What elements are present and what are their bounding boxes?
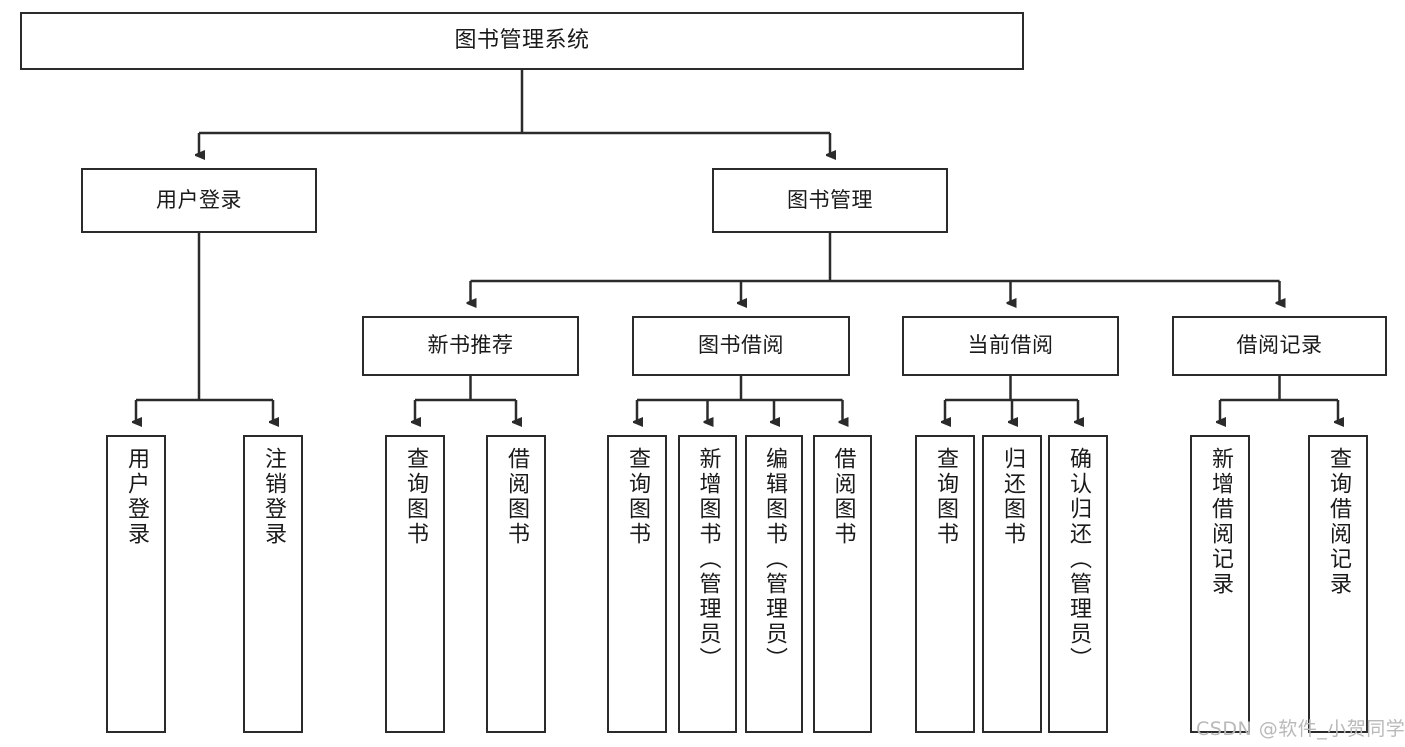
node-label: 确认归还（管理员） [1066,447,1091,672]
node-label: 新增借阅记录 [1208,447,1233,597]
diagram-node-l2-3: 借阅记录 [1172,316,1387,376]
diagram-node-l1-0: 用户登录 [81,168,317,233]
diagram-node-l2-2: 当前借阅 [902,316,1119,376]
diagram-node-leaf-5: 新增图书（管理员） [678,435,737,733]
diagram-node-leaf-10: 确认归还（管理员） [1048,435,1108,733]
diagram-node-leaf-7: 借阅图书 [813,435,872,733]
node-label: 图书借阅 [698,333,784,358]
node-label: 借阅图书 [830,447,856,547]
diagram-node-leaf-0: 用户登录 [106,435,166,733]
node-label: 注销登录 [261,447,286,547]
diagram-node-l1-1: 图书管理 [712,168,948,233]
node-label: 借阅记录 [1236,333,1323,358]
node-label: 编辑图书（管理员） [762,447,787,672]
diagram-node-leaf-4: 查询图书 [607,435,667,733]
node-label: 查询借阅记录 [1326,447,1351,597]
diagram-node-l2-0: 新书推荐 [362,316,579,376]
watermark-text: CSDN @软件_小贺同学 [1196,718,1405,740]
node-label: 图书管理系统 [454,27,590,53]
node-label: 借阅图书 [504,447,529,547]
diagram-node-leaf-11: 新增借阅记录 [1190,435,1250,733]
node-label: 查询图书 [625,447,650,547]
diagram-node-leaf-1: 注销登录 [243,435,303,733]
node-label: 查询图书 [933,447,958,547]
diagram-node-leaf-6: 编辑图书（管理员） [745,435,803,733]
node-label: 图书管理 [787,187,873,212]
node-label: 新增图书（管理员） [695,447,721,672]
diagram-node-leaf-8: 查询图书 [915,435,975,733]
diagram-node-l2-1: 图书借阅 [632,316,850,376]
diagram-node-leaf-2: 查询图书 [385,435,445,733]
diagram-node-leaf-3: 借阅图书 [486,435,546,733]
node-label: 用户登录 [124,447,149,547]
node-label: 用户登录 [156,187,242,212]
diagram-node-leaf-12: 查询借阅记录 [1308,435,1368,733]
node-label: 归还图书 [1000,447,1025,547]
node-label: 新书推荐 [427,333,514,358]
node-label: 查询图书 [403,447,428,547]
node-label: 当前借阅 [967,333,1054,358]
diagram-node-root: 图书管理系统 [20,12,1024,70]
diagram-node-leaf-9: 归还图书 [982,435,1042,733]
